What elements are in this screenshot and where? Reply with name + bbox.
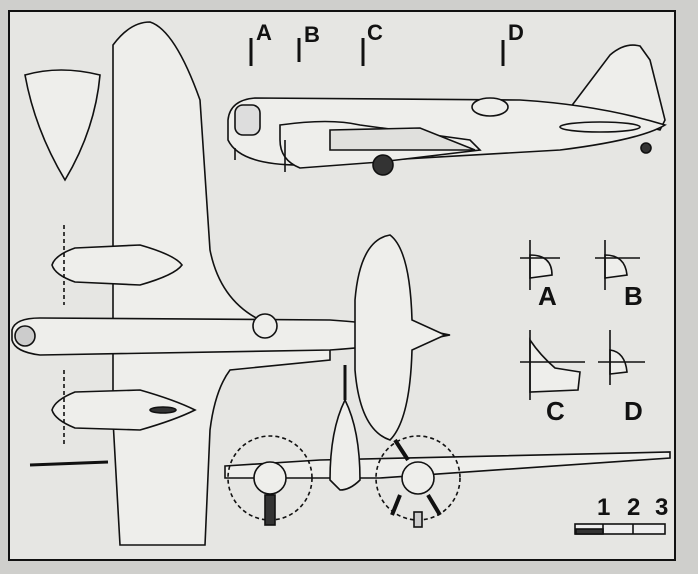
- scale-tick-1: 1: [597, 494, 611, 521]
- side-view: [227, 44, 667, 176]
- section-cut-lines: [249, 38, 505, 66]
- section-label-d: D: [624, 396, 643, 426]
- scale-bar: [574, 523, 666, 535]
- scale-tick-3: 3: [655, 494, 669, 521]
- section-marker-b: B: [304, 22, 320, 47]
- front-view: [224, 365, 671, 528]
- section-marker-d: D: [508, 20, 524, 45]
- scale-tick-2: 2: [627, 494, 641, 521]
- section-label-b: B: [624, 281, 643, 311]
- section-profiles: [520, 240, 645, 400]
- section-marker-a: A: [256, 20, 272, 45]
- top-view: [11, 21, 451, 546]
- section-label-a: A: [538, 281, 557, 311]
- section-marker-c: C: [367, 20, 383, 45]
- section-label-c: C: [546, 396, 565, 426]
